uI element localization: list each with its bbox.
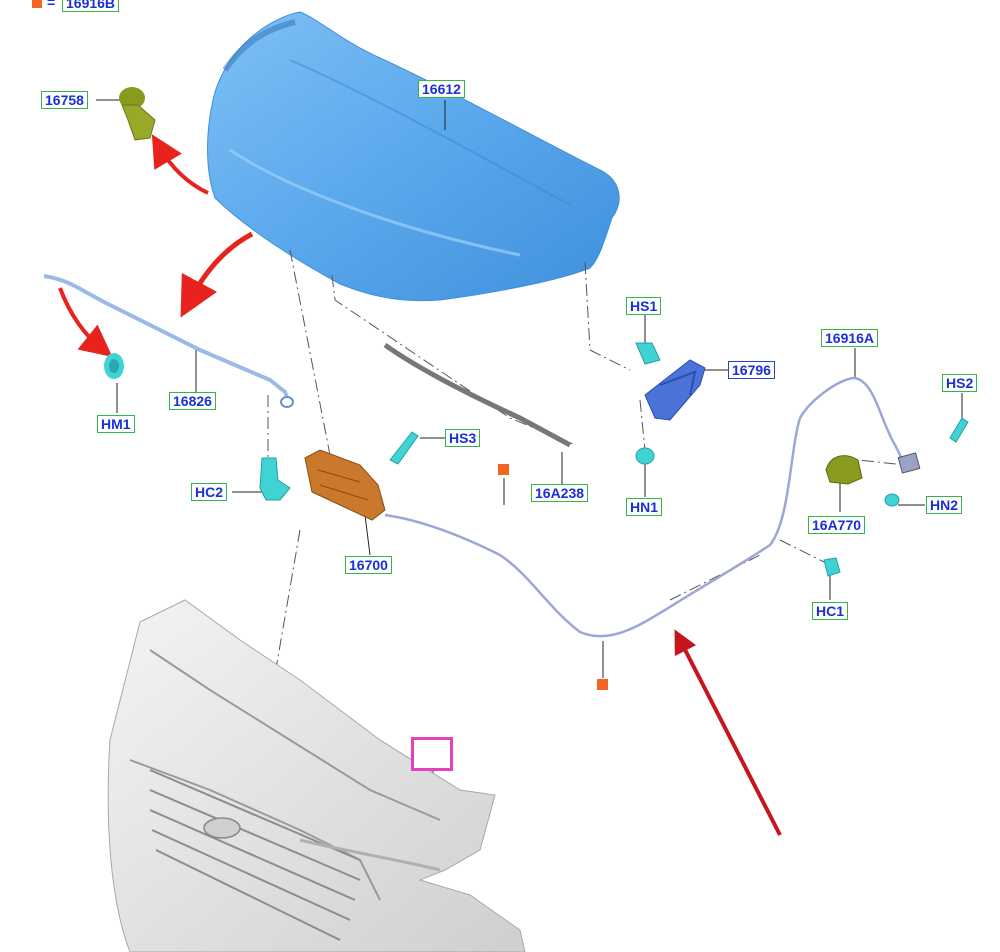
callout-clip-left[interactable]: HC2 bbox=[191, 483, 228, 501]
attention-arrow-icon bbox=[674, 629, 782, 836]
hinge-nut-part[interactable] bbox=[635, 447, 655, 465]
callout-nut-hinge[interactable]: HN1 bbox=[626, 498, 663, 516]
callout-cable[interactable]: 16916A bbox=[821, 329, 879, 347]
hood-seal-part[interactable] bbox=[383, 342, 572, 448]
callout-grommet[interactable]: HM1 bbox=[97, 415, 135, 433]
clip-left-part[interactable] bbox=[259, 457, 291, 501]
callout-screw-handle[interactable]: HS2 bbox=[942, 374, 978, 392]
callout-latch[interactable]: 16700 bbox=[345, 556, 392, 574]
direction-arrow-icon bbox=[58, 287, 113, 357]
direction-arrow-icon bbox=[180, 231, 254, 318]
hood-latch-part[interactable] bbox=[304, 449, 386, 521]
callout-bumper-left[interactable]: 16758 bbox=[41, 91, 88, 109]
hood-bumper-part[interactable] bbox=[119, 87, 156, 141]
callout-hinge[interactable]: 16796 bbox=[728, 361, 775, 379]
hood-support-rod[interactable] bbox=[43, 274, 292, 406]
hinge-screw-part[interactable] bbox=[635, 342, 661, 365]
orange-marker-legend-swatch bbox=[32, 0, 42, 8]
callout-nut-handle[interactable]: HN2 bbox=[926, 496, 963, 514]
hood-release-cable[interactable] bbox=[384, 376, 907, 638]
callout-screw-hinge[interactable]: HS1 bbox=[626, 297, 662, 315]
hood-panel[interactable] bbox=[207, 11, 620, 302]
release-handle-part[interactable] bbox=[825, 455, 863, 485]
callout-clip-right[interactable]: HC1 bbox=[812, 602, 849, 620]
orange-marker-icon bbox=[498, 464, 509, 475]
callout-screw-latch[interactable]: HS3 bbox=[445, 429, 481, 447]
clip-right-part[interactable] bbox=[823, 557, 841, 577]
legend-label[interactable]: 16916B bbox=[62, 0, 120, 12]
grommet-part[interactable] bbox=[104, 353, 124, 379]
legend-equals: = bbox=[47, 0, 56, 10]
callout-support-rod[interactable]: 16826 bbox=[169, 392, 216, 410]
callout-hood[interactable]: 16612 bbox=[418, 80, 465, 98]
front-bumper-grille bbox=[107, 599, 526, 952]
reference-link-button[interactable] bbox=[411, 737, 453, 771]
orange-marker-icon bbox=[597, 679, 608, 690]
callout-handle[interactable]: 16A770 bbox=[808, 516, 866, 534]
handle-screw-part[interactable] bbox=[949, 417, 969, 443]
handle-nut-part[interactable] bbox=[884, 493, 900, 507]
callout-seal[interactable]: 16A238 bbox=[531, 484, 589, 502]
latch-screw-part[interactable] bbox=[389, 431, 419, 465]
hood-hinge-part[interactable] bbox=[644, 359, 706, 421]
direction-arrow-icon bbox=[151, 134, 209, 195]
